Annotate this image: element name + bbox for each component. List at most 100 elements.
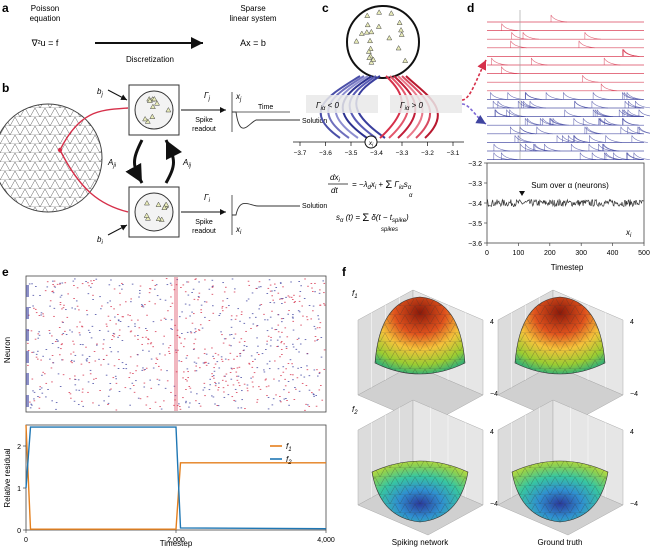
ztick-bottom: −4 (490, 501, 498, 508)
spike-dot (46, 286, 49, 288)
eq2-sum-sub: spikes (381, 227, 398, 233)
spike-dot (40, 359, 42, 361)
spike-dot (267, 385, 270, 387)
spike-dot (190, 332, 193, 334)
spike-dot (238, 366, 241, 368)
spike-dot (215, 383, 217, 385)
spike-dot (141, 336, 144, 338)
spike-dot (73, 298, 75, 299)
spike-dot (87, 282, 89, 284)
spike-waveform (626, 92, 643, 100)
spike-dot (74, 278, 76, 280)
dome-mesh (375, 297, 465, 374)
spike-dot (225, 307, 228, 309)
spike-dot (42, 315, 45, 317)
spike-dot (135, 380, 137, 382)
spike-dot (117, 351, 119, 353)
spike-dot (121, 288, 123, 290)
spike-dot (52, 280, 54, 282)
spike-dot (65, 309, 67, 311)
spike-dot (86, 358, 89, 360)
spike-dot (115, 323, 117, 325)
neuron-icon (398, 26, 404, 33)
spike-dot (170, 296, 172, 298)
spike-waveform (618, 109, 636, 117)
spike-dot (263, 313, 265, 315)
spike-dot (277, 331, 280, 333)
spike-dot (107, 402, 110, 404)
spike-dot (248, 363, 251, 365)
neuron-icon (161, 204, 168, 210)
spike-dot (139, 290, 141, 291)
spike-dot (205, 301, 208, 303)
spike-dot (105, 323, 108, 325)
link-red (461, 59, 487, 101)
spike-dot (186, 355, 189, 357)
discretization-label: Discretization (126, 55, 174, 64)
spike-waveform (491, 57, 508, 66)
spike-dot (117, 314, 119, 315)
spike-dot (188, 304, 191, 306)
spike-dot (29, 307, 31, 308)
d-xtick-label: 400 (607, 250, 619, 257)
spike-dot (151, 279, 154, 281)
xi-node (364, 135, 378, 149)
spike-waveform (493, 152, 510, 160)
spike-waveform (579, 152, 597, 160)
spike-dot (74, 384, 77, 386)
spike-dot (145, 336, 147, 338)
spike-dot (175, 284, 178, 286)
spike-waveform (573, 118, 590, 126)
spike-dot (205, 353, 208, 355)
xj-label: xj (235, 92, 242, 103)
spike-dot (94, 314, 97, 315)
spike-dot (314, 336, 317, 338)
spike-dot (231, 396, 234, 398)
spike-dot (132, 373, 134, 374)
spike-dot (205, 364, 208, 366)
spike-dot (198, 329, 201, 331)
spike-dot (318, 327, 321, 329)
spike-dot (252, 323, 255, 325)
spike-dot (308, 389, 311, 391)
neuron-icon (163, 201, 170, 207)
spike-dot (90, 286, 92, 288)
neurons-bottom (143, 200, 170, 222)
spike-dot (56, 283, 59, 285)
neuron-icon (366, 54, 373, 60)
spike-dot (184, 379, 187, 380)
spike-dot (265, 349, 267, 350)
spike-dot (107, 404, 109, 405)
spike-dot (85, 359, 88, 361)
spike-dot (223, 396, 226, 398)
f-row2-label: f2 (352, 405, 358, 416)
panel-c-label: c (322, 1, 329, 15)
spike-dot (222, 282, 224, 284)
spike-dot (163, 400, 165, 402)
spike-dot (299, 291, 302, 292)
spike-dot (193, 343, 195, 345)
c-tick-label: −3.5 (345, 150, 358, 157)
spike-dot (251, 313, 254, 315)
spike-dot (148, 292, 151, 294)
spike-dot (72, 351, 75, 353)
spike-dot (314, 291, 316, 293)
spike-dot (159, 406, 161, 408)
spike-waveform (563, 92, 580, 100)
spike-dot (216, 405, 219, 407)
spike-dot (211, 293, 214, 295)
c-axis-ticks: −3.7−3.6−3.5−3.4−3.3−3.2−3.1 (294, 142, 460, 157)
spike-dot (221, 360, 224, 362)
spike-dot (85, 346, 87, 348)
c-tick-label: −3.1 (447, 150, 460, 157)
spike-dot (294, 301, 296, 303)
spike-dot (55, 408, 57, 410)
spike-dot (169, 282, 172, 284)
spike-dot (307, 285, 309, 287)
spike-dot (140, 304, 143, 306)
spike-dot (209, 378, 212, 380)
spike-dot (200, 312, 203, 313)
spike-dot (194, 328, 197, 330)
spike-waveform (490, 92, 507, 100)
spike-dot (258, 286, 260, 288)
